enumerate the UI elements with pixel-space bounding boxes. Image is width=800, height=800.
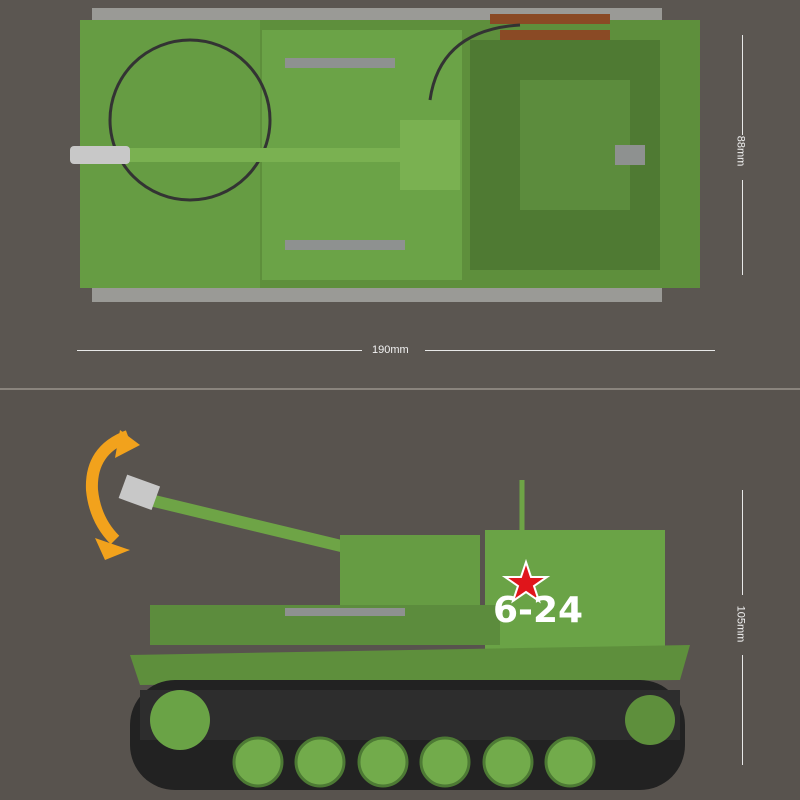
width-dimension-line <box>77 350 362 351</box>
divider <box>0 388 800 390</box>
height-dimension-line <box>742 180 743 275</box>
hull-number: 6-24 <box>493 590 584 631</box>
rotation-arrow-icon <box>85 430 131 545</box>
top-view-panel: 88mm 190mm <box>0 0 800 388</box>
height-dimension-line <box>742 35 743 135</box>
side-view-panel: 6-24 105mm <box>0 390 800 800</box>
height-dimension-line <box>742 655 743 765</box>
tank-side-view-image <box>85 430 690 790</box>
tank-top-view-image <box>70 8 700 302</box>
width-dimension-label: 190mm <box>372 344 409 356</box>
height-dimension-line <box>742 490 743 595</box>
height-dimension-label: 105mm <box>734 605 747 643</box>
width-dimension-line <box>425 350 715 351</box>
red-star-icon <box>501 558 551 604</box>
height-dimension-label: 88mm <box>734 135 747 167</box>
